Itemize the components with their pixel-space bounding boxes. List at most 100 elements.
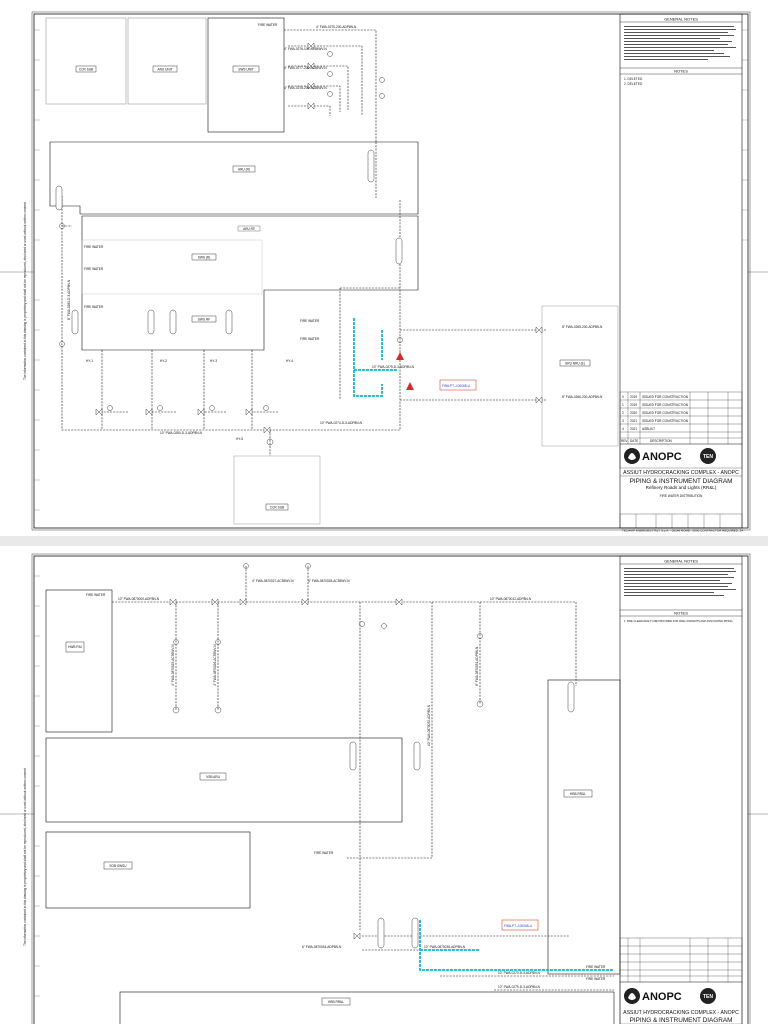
svg-text:The information contained in t: The information contained in this drawin… (23, 768, 27, 946)
line-label-9: 10" FWA-0274-D-3-ADP8N-N (320, 421, 363, 425)
line-label-3: 4" FWA-0277-200-AC55WV-N (284, 66, 327, 70)
hydrant-tag-2: HY-2 (160, 359, 167, 363)
general-notes-title-2: GENERAL NOTES (664, 559, 698, 564)
fire-water-label-6: FIRE WATER (300, 337, 320, 341)
unit-label-6: SWS (R) (198, 256, 211, 260)
pid-sheet-1-canvas: The information contained in this drawin… (0, 11, 768, 533)
ten-logo-icon (700, 448, 716, 464)
rev-1-desc: ISSUED FOR CONSTRUCTION (642, 403, 689, 407)
unit-label-9: CCR SUB (270, 506, 284, 510)
revision-table-2 (619, 937, 743, 983)
rev-2-date: 2020 (630, 411, 637, 415)
company-logo-text-2: ANOPC (642, 991, 682, 1003)
rev-1-id: 1 (622, 403, 624, 407)
contractor-logo-text: TEN (703, 454, 713, 460)
fire-water-2-label-2: FIRE WATER (314, 851, 334, 855)
drawing-sheet-2: The information contained in this drawin… (0, 546, 768, 1024)
line2-label-10: 10" FWA-0870035-ADP8N-N (424, 945, 466, 949)
unit-label-2: ARU UNIT (157, 68, 172, 72)
unit-box-hbb-bottom (119, 991, 615, 1024)
line-label-4: 4" FWA-0278-209-AC55WV-N (284, 86, 327, 90)
revision-table (619, 391, 743, 445)
rev-3-date: 2021 (630, 419, 637, 423)
page-separator (0, 536, 768, 546)
rev-0-date: 2019 (630, 395, 637, 399)
callout-box (439, 379, 477, 391)
revision-triangle-marker (396, 352, 404, 360)
line2-label-7: 10" FWA-0870032-ADP8N-N (427, 704, 431, 746)
contractor-logo-text-2: TEN (703, 994, 713, 1000)
unit-label-7: SWS RF (198, 318, 210, 322)
piping-network-1 (61, 29, 546, 456)
callout-label-2: FWA-PT-J-00068-U (504, 924, 533, 928)
drawing-subtitle: Refinery Roads and Lights (RR&L) (646, 485, 717, 490)
rev-header-desc: DESCRIPTION (650, 439, 672, 443)
riser-tags-2 (349, 681, 575, 949)
sheet-border-2 (33, 555, 749, 1024)
unit-label-1: CCR SUB (79, 68, 93, 72)
title-panel-1: GENERAL NOTES NOTES 1. DELETED 2. DELETE… (619, 13, 743, 533)
fire-water-label-3: FIRE WATER (84, 267, 104, 271)
rev-0-desc: ISSUED FOR CONSTRUCTION (642, 395, 689, 399)
fire-water-label-5: FIRE WATER (300, 319, 320, 323)
rev-4-id: 4 (622, 427, 624, 431)
piping-network-2 (112, 566, 614, 991)
line2-label-9: 6" FWA-0870034-ADP8N-N (302, 945, 342, 949)
unit-box-hbb (547, 679, 621, 975)
rev-0-id: 0 (622, 395, 624, 399)
unit-label-8: SRU NRU (E) (565, 362, 585, 366)
fire-water-label-1: FIRE WATER (258, 23, 278, 27)
rev-3-id: 3 (622, 419, 624, 423)
project-name: ASSIUT HYDROCRACKING COMPLEX - ANOPC (623, 470, 739, 476)
hydrant-tag-5: HY-5 (236, 437, 243, 441)
unit-box-hwb (45, 589, 113, 733)
fire-water-label-4: FIRE WATER (84, 305, 104, 309)
note-1: 1. DELETED (624, 77, 643, 81)
valve-symbols-2 (169, 598, 403, 940)
line2-label-5: 4" FWA-0870025-AC55WV-N (171, 644, 175, 686)
unit2-label-1: HWB RIU (68, 645, 83, 649)
unit-label-4: ARU (R) (238, 168, 250, 172)
drawing-subtitle-2: FIRE WATER DISTRIBUTION (660, 494, 703, 498)
unit2-label-5: HBB RR&L (328, 1000, 344, 1004)
rev-3-desc: ISSUED FOR CONSTRUCTION (642, 419, 689, 423)
hydrant-tag-4: HY-4 (286, 359, 293, 363)
rev-2-id: 2 (622, 411, 624, 415)
highlighted-line-segment (353, 318, 398, 397)
unit2-label-2: VSB ARU (206, 775, 221, 779)
unit-box-aru (127, 17, 207, 105)
line-label-8: 8" FWA-0266-200-ADP8N-N (562, 395, 603, 399)
fire-water-2-label-4: FIRE WATER (586, 977, 606, 981)
unit-block-refinery (49, 141, 419, 215)
line2-label-1: 10" FWA-0870000-ADP8N-N (118, 597, 160, 601)
drawing-sheet-1: The information contained in this drawin… (0, 11, 768, 533)
unit-box-vsb (45, 737, 403, 823)
note-2-1: 1. FIRE CLEARANCE TO BE PROVIDED FOR FIR… (624, 619, 733, 623)
svg-text:The information contained in t: The information contained in this drawin… (23, 202, 27, 380)
pid-sheet-2-canvas: The information contained in this drawin… (0, 553, 768, 1024)
line2-label-8: 6" FWA-0870031-ADP8N-N (475, 646, 479, 686)
unit-box-sru (541, 305, 619, 447)
callout-box-2 (501, 919, 539, 931)
general-notes-title: GENERAL NOTES (664, 17, 698, 22)
unit2-label-4: HBB RR&L (570, 792, 586, 796)
line2-label-3: 4" FWA-0870028-AC55WV-N (308, 579, 350, 583)
line-label-2: 4" FWA-0276-100-AC55WV-N (284, 47, 327, 51)
unit-block-aru (81, 215, 419, 351)
footer-text: TECHNIP ENERGIES ITALY S.p.A. - 00148 RO… (622, 529, 743, 533)
unit-box-ccr (45, 17, 127, 105)
line-label-5: 10" FWA-0279-D-3-ADP8N-N (372, 365, 415, 369)
rev-header-date: DATE (630, 439, 638, 443)
sheet-border (33, 13, 749, 529)
notes-title: NOTES (674, 69, 688, 74)
valve-symbols (95, 42, 543, 434)
line2-label-12: 10" FWA-0279-D-3-ADP8N-N (498, 985, 541, 989)
rev-header-id: REV (621, 439, 628, 443)
unit-label-3: SWS UNIT (238, 68, 254, 72)
rev-4-desc: ASBUILT (642, 427, 655, 431)
hydrant-tag-3: HY-3 (210, 359, 217, 363)
rev-1-date: 2019 (630, 403, 637, 407)
line2-label-11: 10" FWA-0270-D-3-ADP8N-N (498, 971, 541, 975)
fire-water-label-2: FIRE WATER (84, 245, 104, 249)
hydrant-tag-1: HY-1 (86, 359, 93, 363)
